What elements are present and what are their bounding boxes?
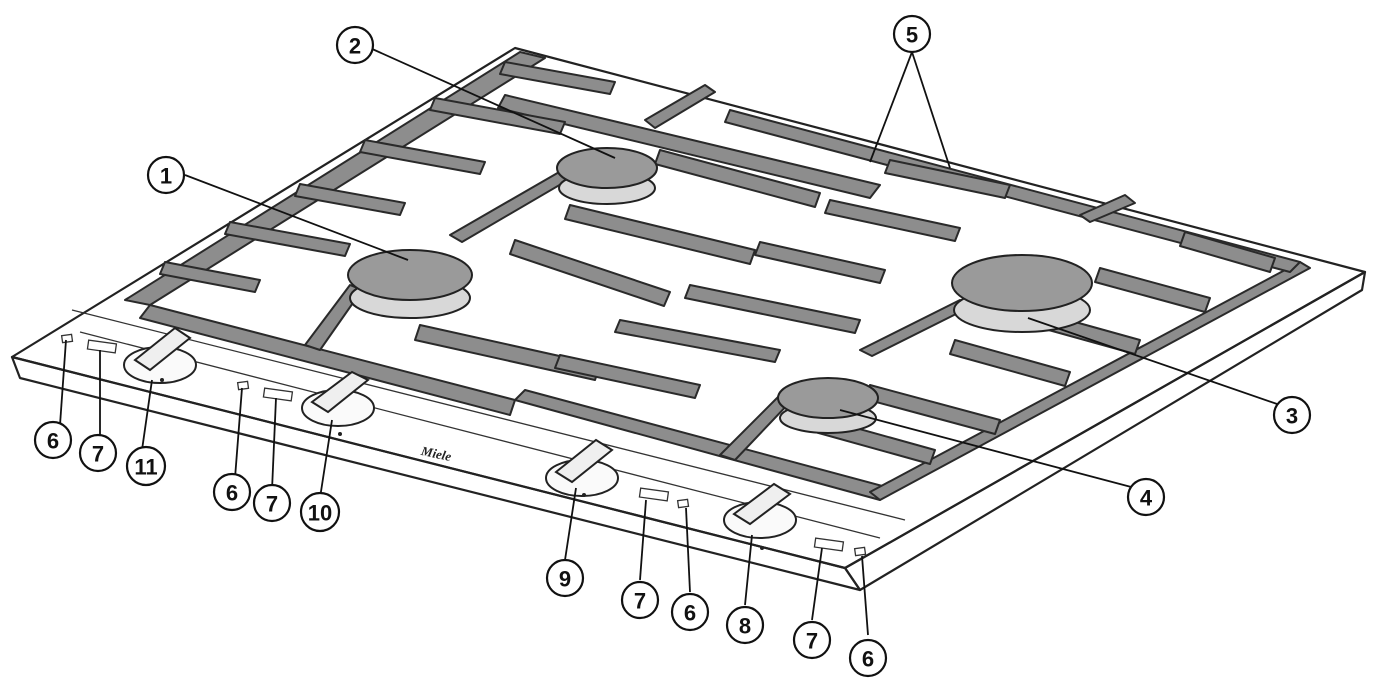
ignition-indicators — [60, 333, 867, 557]
burner-2 — [556, 147, 658, 205]
callout-1: 1 — [146, 155, 186, 195]
callout-2: 2 — [335, 25, 375, 65]
svg-text:7: 7 — [806, 629, 818, 654]
callout-3: 3 — [1272, 395, 1312, 435]
pan-support-left — [124, 51, 881, 416]
callout-6a: 6 — [33, 420, 73, 460]
svg-text:7: 7 — [92, 442, 104, 467]
callout-8: 8 — [725, 605, 765, 645]
leader-lines — [59, 47, 1281, 636]
svg-text:6: 6 — [226, 481, 238, 506]
brand-logo-text: Miele — [419, 443, 453, 464]
control-knob-8 — [723, 482, 797, 550]
callout-6c: 6 — [670, 592, 710, 632]
callout-4: 4 — [1126, 477, 1166, 517]
svg-text:6: 6 — [47, 429, 59, 454]
svg-text:5: 5 — [906, 23, 918, 48]
control-knob-11 — [123, 326, 197, 384]
callout-6b: 6 — [212, 472, 252, 512]
callout-10: 10 — [299, 491, 341, 533]
svg-text:7: 7 — [634, 589, 646, 614]
callout-5: 5 — [892, 14, 932, 54]
callout-6d: 6 — [848, 638, 888, 678]
callout-7d: 7 — [792, 620, 832, 660]
callout-7a: 7 — [78, 433, 118, 473]
pan-support-right — [514, 109, 1311, 501]
svg-text:6: 6 — [862, 647, 874, 672]
callout-7c: 7 — [620, 580, 660, 620]
control-knob-10 — [301, 370, 375, 436]
svg-text:3: 3 — [1286, 404, 1298, 429]
burner-4 — [777, 377, 879, 434]
svg-text:7: 7 — [266, 492, 278, 517]
callout-9: 9 — [545, 558, 585, 598]
svg-text:8: 8 — [739, 614, 751, 639]
callout-11: 11 — [125, 445, 167, 487]
svg-text:6: 6 — [684, 601, 696, 626]
svg-text:1: 1 — [160, 164, 172, 189]
hob-body — [10, 46, 1367, 592]
burner-3 — [951, 254, 1093, 333]
svg-text:11: 11 — [134, 455, 157, 480]
burner-1 — [347, 249, 473, 319]
callout-7b: 7 — [252, 483, 292, 523]
control-knob-9 — [545, 438, 619, 497]
svg-text:9: 9 — [559, 567, 571, 592]
svg-text:10: 10 — [308, 501, 332, 526]
svg-text:4: 4 — [1140, 486, 1153, 511]
svg-text:2: 2 — [349, 34, 361, 59]
